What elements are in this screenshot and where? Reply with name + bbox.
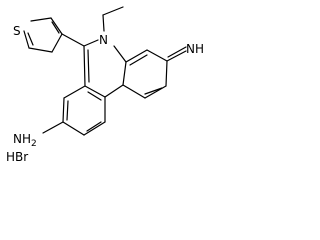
amine-group-label: NH2 bbox=[13, 132, 37, 149]
chemical-structure: S N NH NH2 HBr bbox=[6, 6, 204, 164]
atom-labels: S N NH NH2 HBr bbox=[6, 24, 204, 164]
sulfur-atom-label: S bbox=[13, 24, 21, 38]
salt-label: HBr bbox=[6, 150, 28, 164]
amine-h-n-label: NH bbox=[13, 132, 31, 146]
amine-subscript-label: 2 bbox=[31, 139, 37, 149]
ring-nitrogen-atom-label: N bbox=[99, 33, 108, 47]
imine-group-label: NH bbox=[186, 42, 204, 56]
bond-lines bbox=[23, 6, 187, 136]
